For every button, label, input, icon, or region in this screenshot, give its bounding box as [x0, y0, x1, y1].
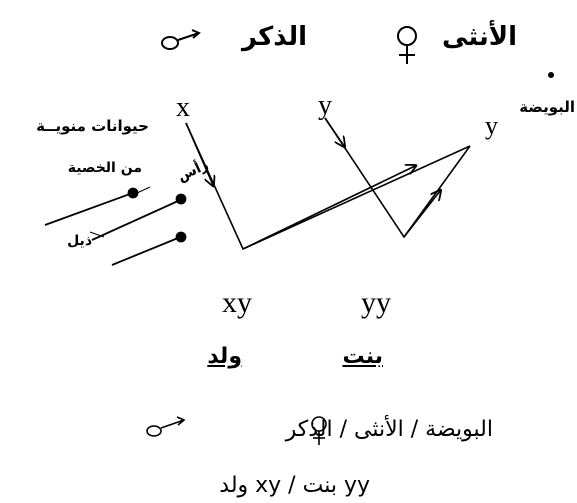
- x-path-line: [185, 122, 471, 251]
- y-path-line: [324, 117, 471, 239]
- chrom-y-sperm-label: y: [318, 90, 332, 121]
- male-symbol-icon: [161, 29, 201, 50]
- egg-dot: [548, 72, 554, 78]
- testis-label: من الخصية: [67, 160, 142, 176]
- boy-label: ولد: [207, 344, 242, 369]
- chrom-y-egg-label: y: [485, 111, 498, 140]
- chrom-x-label: x: [176, 92, 190, 123]
- caption-line-2: yy بنت / xy ولد: [219, 473, 370, 498]
- boy-genotype: xy: [222, 286, 252, 319]
- sperm-cells: [44, 187, 187, 266]
- caption-female-icon: [311, 416, 327, 445]
- leader-lines: [89, 186, 151, 238]
- girl-label: بنت: [342, 344, 383, 369]
- girl-genotype: yy: [361, 286, 391, 319]
- egg-label: البويضة: [519, 98, 575, 116]
- female-symbol-icon: [397, 26, 417, 64]
- caption-male-icon: [146, 416, 186, 437]
- male-label: الذكر: [242, 22, 307, 52]
- sperm-label: حيوانات منويــة: [36, 117, 149, 135]
- caption-line-1: البويضة / الأنثى / الذكر: [285, 417, 493, 442]
- tail-label: ذيل: [67, 233, 92, 249]
- female-label: الأنثى: [442, 22, 517, 52]
